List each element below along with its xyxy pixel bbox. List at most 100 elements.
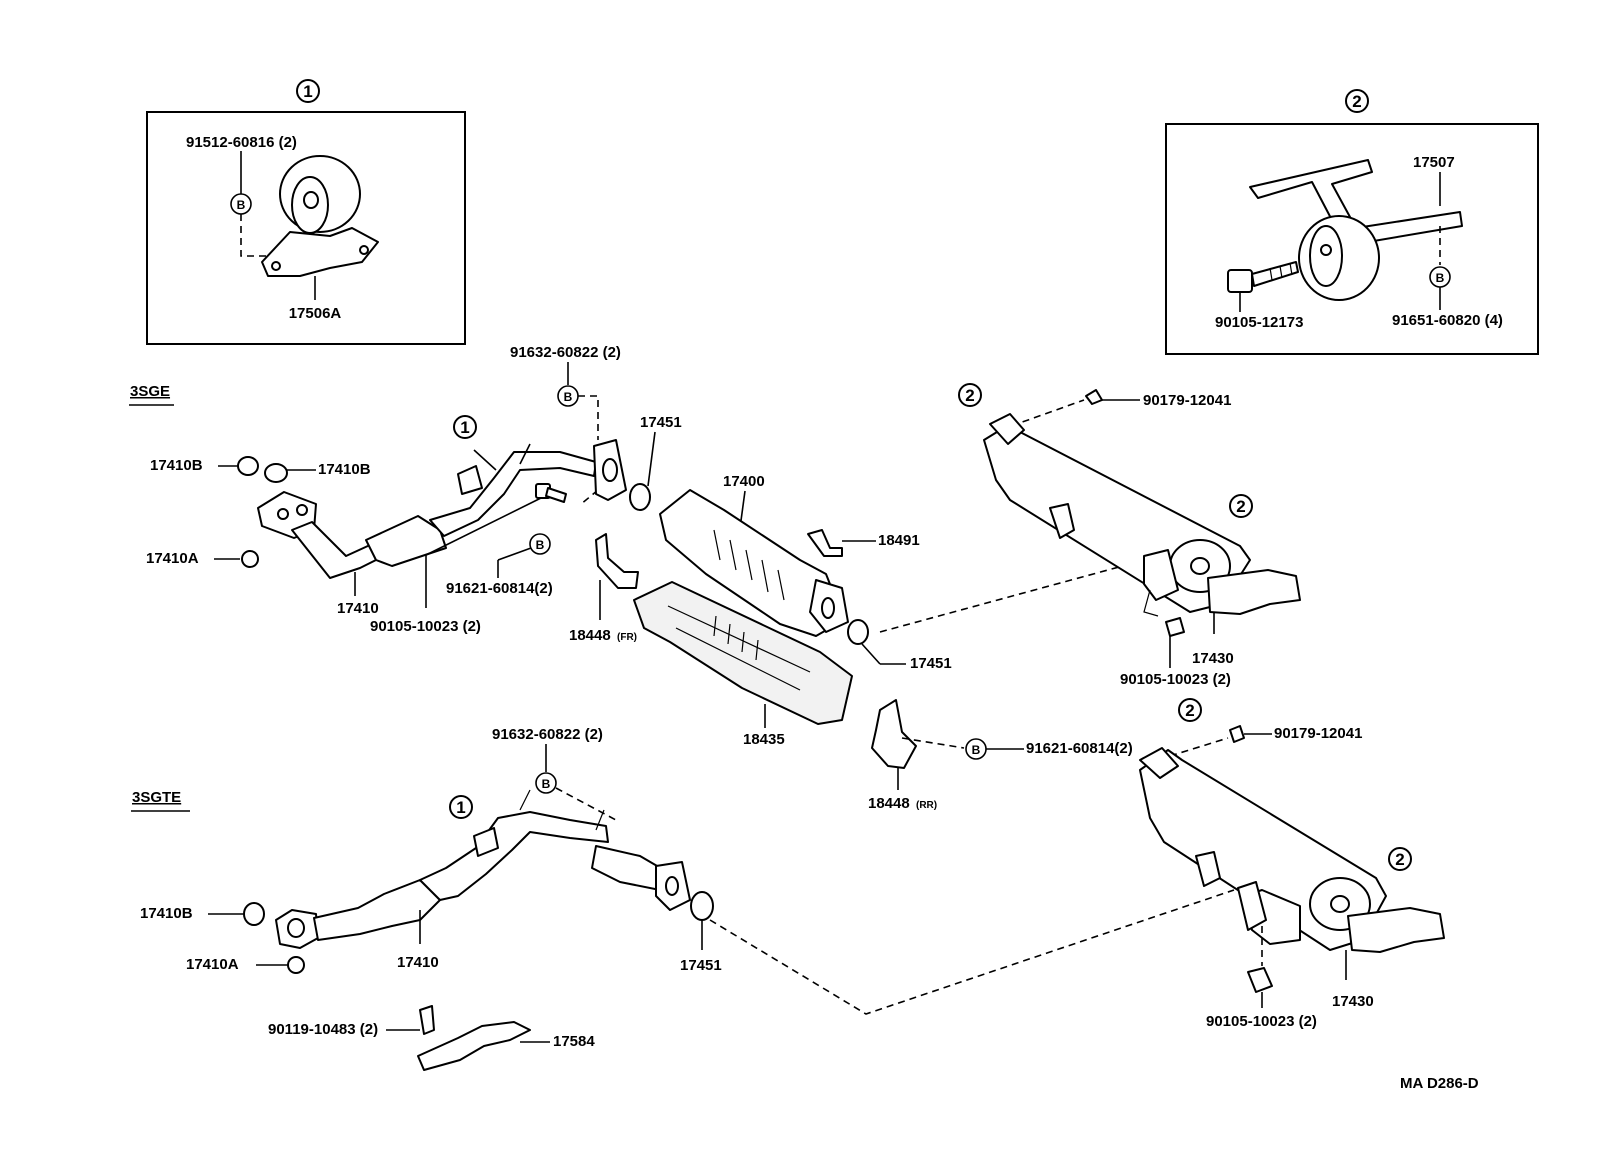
bracket-18448-fr [595,533,639,589]
callout-2-lower-a-circle [1178,698,1202,722]
label-18448-fr-suffix: (FR) [617,632,637,643]
label-17410-lower: 17410 [397,954,439,971]
b-mark-2-text: B [1436,271,1445,285]
dash-18448-rr [901,737,965,749]
label-91632-60822-lower: 91632-60822 (2) [492,726,603,743]
callout-1-lower: 1 [456,798,465,817]
bracket-18491 [807,529,843,557]
leader-17451-mid-a [861,643,881,665]
label-90179-12041-lower: 90179-12041 [1274,725,1362,742]
hanger-rubber-hole [1320,244,1332,256]
label-17451-mid: 17451 [910,655,952,672]
inset-2-frame [1165,123,1539,355]
b-mark-6-text: B [542,777,551,791]
label-91651-60820: 91651-60820 (4) [1392,312,1503,329]
callout-2-lower-b: 2 [1395,850,1404,869]
heat-insulator-18435 [633,581,853,725]
label-17451-upper: 17451 [640,414,682,431]
bolt-90105-10023-muffler-upper [1165,617,1185,637]
label-18448-rr-suffix: (RR) [916,800,937,811]
label-18448-fr: 18448 [569,627,611,644]
label-90105-10023-upper: 90105-10023 (2) [370,618,481,635]
nut-90179-lower [1229,725,1245,743]
leader-b1-dash [240,214,272,257]
callout-2-upper-a: 2 [965,386,974,405]
rear-bracket-group: B 91621-60814(2) 18448 (RR) [868,699,1133,812]
gasket-17451-mid [847,619,869,645]
leader-17451-upper [647,431,656,487]
label-17410B-left: 17410B [150,457,203,474]
label-17507: 17507 [1413,154,1455,171]
b-mark-4-text: B [536,538,545,552]
label-90105-10023-lower: 90105-10023 (2) [1206,1013,1317,1030]
label-91512-60816: 91512-60816 (2) [186,134,297,151]
inset-1-callout-circle [296,79,320,103]
b-mark-5-text: B [972,743,981,757]
callout-2-lower-b-circle [1388,847,1412,871]
label-17410A-upper: 17410A [146,550,199,567]
label-90105-10023-mid: 90105-10023 (2) [1120,671,1231,688]
diagram-code: MA D286-D [1400,1075,1479,1092]
label-17400: 17400 [723,473,765,490]
inset-2: 2 17507 90105-12173 B 91651-60820 (4) [1165,89,1539,355]
label-18448-rr: 18448 [868,795,910,812]
label-91621-60814-lower: 91621-60814(2) [1026,740,1133,757]
label-17410A-lower: 17410A [186,956,239,973]
bracket-hole-1 [271,261,281,271]
section-3sge: 3SGE 17410B 17410B 17410A 1 17410 [129,344,1301,748]
label-17430-upper: 17430 [1192,650,1234,667]
label-91632-60822-upper: 91632-60822 (2) [510,344,621,361]
label-18491: 18491 [878,532,920,549]
callout-1-upper: 1 [460,418,469,437]
dash-pipe-to-muffler-lower [709,889,1235,1015]
bolt-90105-10023-upper [535,483,567,503]
bolt-90119-10483 [419,1005,435,1035]
mount-rubber-hole [303,191,319,209]
label-17584: 17584 [553,1033,595,1050]
bracket-hole-2 [359,245,369,255]
callout-2-upper-a-circle [958,383,982,407]
front-pipe-17410-upper [257,443,597,579]
label-17410B-right: 17410B [318,461,371,478]
front-pipe-17410-lower [275,789,691,949]
callout-2-lower-a: 2 [1185,701,1194,720]
gasket-17451-lower [690,891,714,921]
b-mark-3-text: B [564,390,573,404]
label-17430-lower: 17430 [1332,993,1374,1010]
bolt-90105-10023-lower [1247,967,1273,993]
inset-2-callout-circle [1345,89,1369,113]
b-mark-4 [529,533,551,555]
dash-cat-to-muffler [879,563,1131,633]
muffler-17430-lower [1139,747,1445,953]
section-label-3sge: 3SGE [130,383,170,400]
hanger-bracket-17507 [1249,159,1463,245]
leader-91621-upper-b [497,547,532,561]
nut-17410A-lower [287,956,305,974]
flange-upper-hole [602,458,618,482]
b-mark-6 [535,772,557,794]
nut-17410A-upper [241,550,259,568]
callout-1-lower-circle [449,795,473,819]
inset-1-frame [146,111,466,345]
section-label-3sgte: 3SGTE [132,789,181,806]
callout-2-upper-b: 2 [1236,497,1245,516]
gasket-17410B-left [237,456,259,476]
label-90105-12173: 90105-12173 [1215,314,1303,331]
label-17410-upper: 17410 [337,600,379,617]
bolt-90105-12173 [1227,261,1299,293]
nut-90179-upper [1085,389,1103,405]
muffler-17430-upper [983,413,1301,617]
callout-1-upper-circle [453,415,477,439]
b-mark-1-text: B [237,198,246,212]
catalytic-converter-17400 [659,489,849,637]
inset-1-callout: 1 [303,82,312,101]
gasket-17451-upper [629,483,651,511]
inset-2-callout: 2 [1352,92,1361,111]
bracket-17584 [417,1021,531,1071]
leader-90105-10023-upper-a [425,497,542,556]
label-91621-60814-upper: 91621-60814(2) [446,580,553,597]
label-17506A: 17506A [289,305,342,322]
section-3sgte: 3SGTE 91632-60822 (2) B 1 17410 B 17410A [131,698,1445,1071]
